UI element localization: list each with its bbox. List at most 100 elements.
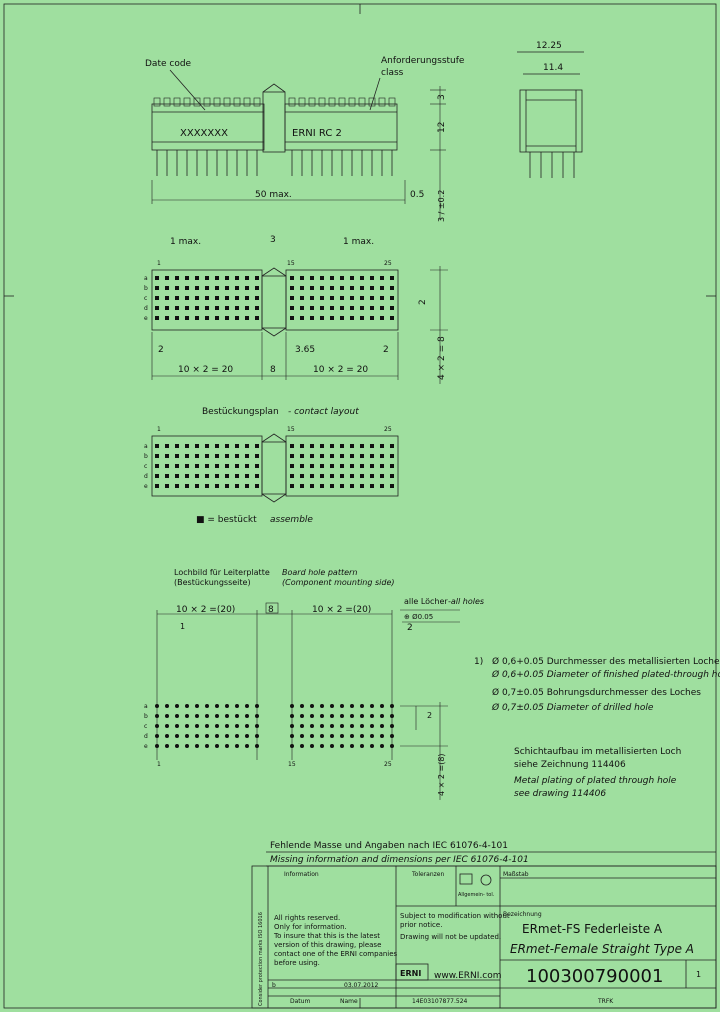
assembled-contact <box>215 464 219 468</box>
contact <box>255 306 259 310</box>
contact <box>330 316 334 320</box>
board-hole <box>360 724 364 728</box>
board-hole <box>390 744 394 748</box>
contact-slot <box>348 97 356 107</box>
assembled-contact <box>290 444 294 448</box>
contact <box>290 286 294 290</box>
board-hole <box>350 724 354 728</box>
row-letter: d <box>144 473 148 480</box>
revision: b <box>272 982 276 989</box>
contact <box>185 276 189 280</box>
hole-dim-vertical: 4 × 2 =(8) <box>437 753 446 796</box>
contact <box>360 306 364 310</box>
contact <box>320 286 324 290</box>
board-hole <box>195 724 199 728</box>
board-hole <box>370 744 374 748</box>
contact <box>310 276 314 280</box>
contact-slot <box>318 97 326 107</box>
board-hole <box>300 734 304 738</box>
assembled-contact <box>320 454 324 458</box>
board-hole <box>380 714 384 718</box>
assembled-contact <box>380 474 384 478</box>
board-hole <box>290 734 294 738</box>
row-letter: e <box>144 483 148 490</box>
board-hole <box>195 714 199 718</box>
assembled-contact <box>255 454 259 458</box>
hole-dim-right: 10 × 2 =(20) <box>312 605 371 615</box>
assembled-contact <box>330 454 334 458</box>
contact <box>175 306 179 310</box>
hole-dim-1: 1 <box>180 622 185 631</box>
contact <box>330 296 334 300</box>
assembled-contact <box>255 464 259 468</box>
assembled-contact <box>245 464 249 468</box>
contact <box>370 306 374 310</box>
plating-1: Schichtaufbau im metallisierten Loch <box>514 747 681 757</box>
contact <box>360 296 364 300</box>
board-hole <box>245 734 249 738</box>
assembled-contact <box>310 444 314 448</box>
contact <box>165 296 169 300</box>
contact <box>370 286 374 290</box>
contact <box>330 286 334 290</box>
all-holes-de: alle Löcher <box>404 597 448 606</box>
contact <box>255 296 259 300</box>
assembled-contact <box>330 444 334 448</box>
contact <box>390 306 394 310</box>
contact <box>340 306 344 310</box>
assembled-contact <box>380 444 384 448</box>
assembled-contact <box>290 474 294 478</box>
assembled-contact <box>205 464 209 468</box>
assembled-contact <box>215 454 219 458</box>
dim-left-pitch: 10 × 2 = 20 <box>178 365 233 375</box>
contact <box>350 306 354 310</box>
contact <box>195 306 199 310</box>
contact <box>340 316 344 320</box>
contact <box>165 316 169 320</box>
row-letter: e <box>144 315 148 322</box>
missing-en: Missing information and dimensions per I… <box>270 855 529 865</box>
layout-pin-1: 1 <box>157 426 161 433</box>
side-view: 12.25 11.4 <box>517 41 584 178</box>
assembled-contact <box>350 474 354 478</box>
contact <box>195 276 199 280</box>
copyright-5: contact one of the ERNI companies <box>274 950 398 958</box>
assembled-contact <box>205 484 209 488</box>
board-hole <box>380 744 384 748</box>
dim-left-edge: 2 <box>158 345 164 355</box>
contact <box>245 306 249 310</box>
board-hole <box>290 714 294 718</box>
board-hole <box>320 714 324 718</box>
contact <box>205 316 209 320</box>
dim-pin-length: 3 / ±0.2 <box>437 190 446 222</box>
assembled-contact <box>155 474 159 478</box>
board-hole <box>175 744 179 748</box>
row-letter: a <box>144 443 148 450</box>
assembled-contact <box>255 444 259 448</box>
assembled-contact <box>165 464 169 468</box>
board-hole <box>165 744 169 748</box>
hole-pattern: Lochbild für Leiterplatte (Bestückungsse… <box>144 568 484 800</box>
contact-slot <box>288 97 296 107</box>
class-label-de: Anforderungsstufe <box>381 56 465 66</box>
contact <box>205 306 209 310</box>
contact-slot <box>308 97 316 107</box>
contact <box>310 316 314 320</box>
note-line-3: Ø 0,7±0.05 Bohrungsdurchmesser des Loche… <box>492 687 701 698</box>
brand-text: ERNI RC 2 <box>292 128 342 139</box>
contact <box>390 276 394 280</box>
contact <box>300 286 304 290</box>
assembled-contact <box>155 444 159 448</box>
assembled-contact <box>185 454 189 458</box>
contact-slot <box>223 97 231 107</box>
row-letter: a <box>144 703 148 710</box>
board-hole <box>330 724 334 728</box>
board-hole <box>300 714 304 718</box>
plating-4: see drawing 114406 <box>514 789 606 799</box>
board-hole <box>300 704 304 708</box>
contact <box>380 276 384 280</box>
note-line-4: Ø 0,7±0.05 Diameter of drilled hole <box>491 702 654 713</box>
